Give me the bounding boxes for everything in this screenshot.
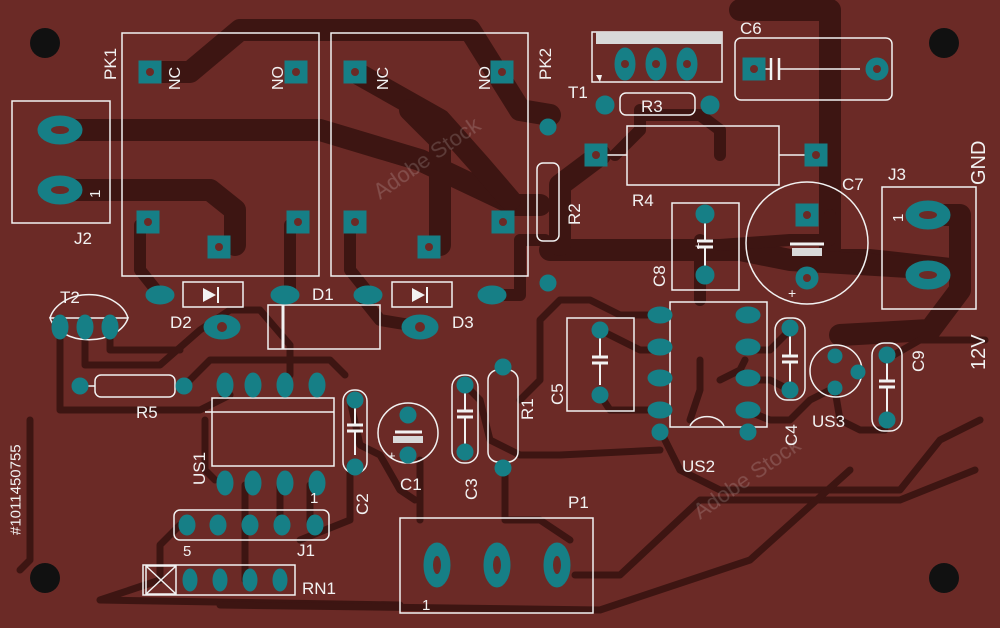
label-us3: US3 xyxy=(812,412,845,431)
label-r1: R1 xyxy=(518,398,537,420)
cap-c8-outline xyxy=(671,202,740,291)
diode-d1-outline xyxy=(267,304,381,350)
diode-symbols xyxy=(203,32,722,303)
label-c4: C4 xyxy=(782,424,801,446)
c7-polarity-bar xyxy=(792,248,822,256)
label-no2: NO xyxy=(477,66,494,90)
label-j1-pin1: 1 xyxy=(310,490,318,507)
label-j2: J2 xyxy=(74,229,92,248)
connector-j3-outline xyxy=(881,186,977,310)
label-j1: J1 xyxy=(297,541,315,560)
label-c1: C1 xyxy=(400,475,422,494)
label-pk2: PK2 xyxy=(536,48,555,80)
label-us2: US2 xyxy=(682,457,715,476)
cap-c5-outline xyxy=(566,317,635,412)
label-us1: US1 xyxy=(190,452,209,485)
relay-pk2-outline xyxy=(330,32,529,277)
label-r4: R4 xyxy=(632,191,654,210)
label-j3-pin1: 1 xyxy=(890,214,907,222)
label-d2: D2 xyxy=(170,313,192,332)
label-nc2: NC xyxy=(375,67,392,90)
cap-c4-outline xyxy=(774,317,806,401)
connector-j2-outline xyxy=(11,100,111,224)
ic-us1-outline xyxy=(211,397,335,467)
cap-c6-outline xyxy=(734,37,893,101)
cap-c7-outline xyxy=(745,181,869,305)
label-c9: C9 xyxy=(909,350,928,372)
label-c7: C7 xyxy=(842,175,864,194)
label-c7-plus: + xyxy=(788,285,796,301)
label-r3: R3 xyxy=(641,97,663,116)
ic-us2-outline xyxy=(669,301,768,428)
label-c1-plus: + xyxy=(388,448,396,463)
connector-p1-outline xyxy=(399,517,594,614)
drill-holes xyxy=(51,60,937,574)
stock-id-watermark: #1011450755 xyxy=(7,444,25,536)
label-gnd: GND xyxy=(968,141,990,185)
label-t2: T2 xyxy=(60,288,80,307)
cap-c3-outline xyxy=(451,374,479,464)
component-labels: PK1 PK2 NC NO NC NO 1 J2 T1 R3 R4 C6 R2 … xyxy=(60,19,990,614)
c1-polarity-bar xyxy=(393,436,423,443)
label-r2: R2 xyxy=(565,203,584,225)
label-nc1: NC xyxy=(167,67,184,90)
rn1-outline xyxy=(142,564,296,596)
label-c6: C6 xyxy=(740,19,762,38)
label-c2: C2 xyxy=(353,493,372,515)
label-no1: NO xyxy=(270,66,287,90)
label-12v: 12V xyxy=(968,334,990,370)
cap-c9-outline xyxy=(871,342,903,432)
label-p1-pin1: 1 xyxy=(422,597,430,614)
label-rn1: RN1 xyxy=(302,579,336,598)
header-j1-outline xyxy=(173,509,330,541)
label-r5: R5 xyxy=(136,403,158,422)
mounting-holes xyxy=(30,28,959,593)
label-p1: P1 xyxy=(568,493,589,512)
rn1-pin1-marker xyxy=(145,565,177,595)
label-c8: C8 xyxy=(650,265,669,287)
diode-d2-outline xyxy=(182,281,244,308)
label-c3: C3 xyxy=(462,478,481,500)
label-c8-plus: + xyxy=(695,239,702,253)
label-j3: J3 xyxy=(888,165,906,184)
label-c5: C5 xyxy=(548,383,567,405)
res-r3-outline xyxy=(619,92,696,116)
res-r2-outline xyxy=(536,162,560,242)
label-j2-pin1: 1 xyxy=(87,190,104,198)
diode-d3-outline xyxy=(391,281,453,308)
label-t1: T1 xyxy=(568,83,588,102)
relay-pk1-outline xyxy=(121,32,320,277)
label-j1-pin5: 5 xyxy=(183,543,191,560)
label-d1: D1 xyxy=(312,285,334,304)
label-pk1: PK1 xyxy=(101,48,120,80)
label-d3: D3 xyxy=(452,313,474,332)
